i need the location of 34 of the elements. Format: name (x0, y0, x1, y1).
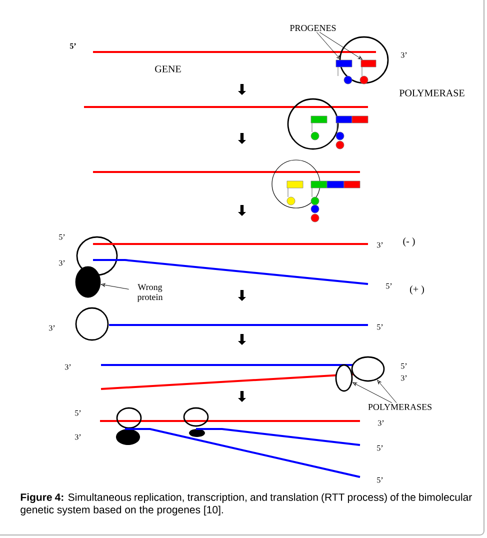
leader-line (100, 283, 130, 290)
progenes-label: PROGENES (290, 24, 336, 32)
ribosome-blob (75, 266, 101, 298)
leader-line (377, 380, 397, 404)
leader-line (352, 382, 392, 404)
polymerase-ellipse (351, 356, 385, 382)
progene-block (336, 60, 352, 68)
end-label: 3’ (65, 364, 71, 370)
end-label: 5’ (401, 363, 407, 369)
end-label: 3’ (75, 434, 81, 440)
text-label: POLYMERASE (399, 90, 464, 96)
leader-line (316, 32, 341, 60)
figure-caption: Figure 4: Simultaneous replication, transcription, and translation (RTT process) of the bimolecular genetic system based on the progenes [10]. (20, 493, 472, 516)
end-label: 5’ (377, 477, 383, 483)
wrong-protein-label: Wrong protein (137, 284, 163, 302)
end-label: 5’ (75, 410, 81, 416)
end-label: 3’ (378, 420, 384, 426)
end-label: 5’ (59, 234, 65, 240)
end-label: 3’ (401, 52, 407, 58)
end-label: (- ) (403, 237, 415, 247)
end-label: 3’ (49, 325, 55, 331)
leader-line (319, 32, 362, 60)
end-label: 3’ (377, 242, 383, 248)
text-label: GENE (155, 66, 181, 72)
end-label: 5’ (377, 445, 383, 451)
end-label: 5’ (70, 43, 76, 49)
end-label: 5’ (377, 324, 383, 330)
end-label: 3’ (401, 375, 407, 381)
polymerases-label: POLYMERASES (368, 404, 432, 410)
end-label: 5’ (386, 283, 392, 289)
end-label: 3’ (59, 260, 65, 266)
polymerase-ellipse (335, 364, 353, 392)
progene-block (360, 60, 376, 68)
end-label: (+ ) (410, 285, 424, 295)
